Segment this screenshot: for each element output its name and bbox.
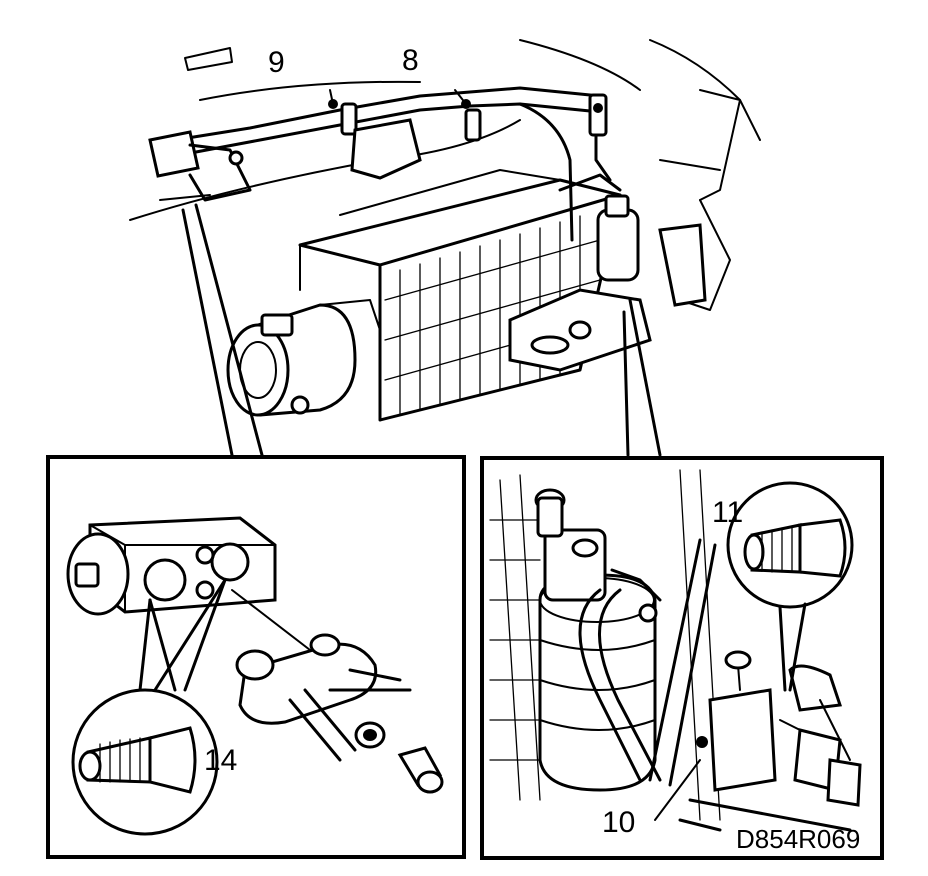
callout-14: 14 <box>204 744 237 777</box>
receiver-drier-detail-panel <box>480 456 884 860</box>
figure-code: D854R069 <box>736 824 860 854</box>
expansion-valve-detail-panel <box>46 455 466 859</box>
engine-bay-illustration <box>129 39 761 457</box>
callout-8: 8 <box>402 44 419 77</box>
condenser-fins <box>384 215 601 416</box>
callout-10: 10 <box>602 806 635 839</box>
callout-9: 9 <box>268 46 285 79</box>
callout-11: 11 <box>712 496 743 529</box>
o-ring-seal-11 <box>743 518 847 578</box>
o-ring-seal-14 <box>78 726 197 794</box>
